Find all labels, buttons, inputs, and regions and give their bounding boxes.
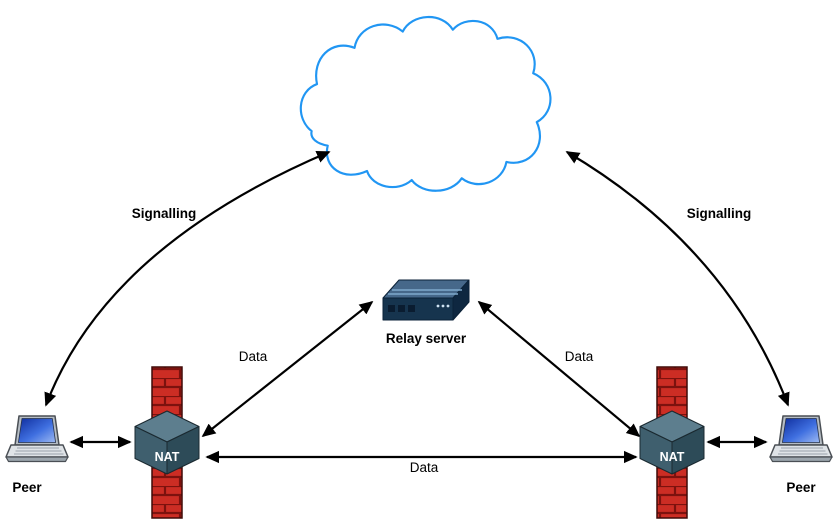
data-label-bottom: Data [410, 460, 439, 475]
relay-server-label: Relay server [386, 331, 467, 346]
data-label-upper-right: Data [565, 349, 594, 364]
peer-laptop-left [5, 415, 69, 463]
signalling-label-right: Signalling [687, 206, 752, 221]
diagram-labels: Signalling Signalling Relay server Data … [12, 206, 816, 495]
signalling-arrow-right [565, 151, 790, 407]
data-label-upper-left: Data [239, 349, 268, 364]
server-top-vents [388, 289, 462, 295]
nat-label-right: NAT [660, 450, 685, 464]
arrows [44, 150, 790, 464]
data-arrow-nat-left-relay [201, 300, 374, 438]
peer-label-left: Peer [12, 480, 42, 495]
peer-label-right: Peer [786, 480, 816, 495]
relay-server-icon [382, 279, 470, 321]
cloud-outline [299, 15, 552, 192]
data-arrow-relay-nat-right [477, 300, 641, 438]
server-front-face [382, 297, 454, 321]
internet-cloud [299, 15, 552, 192]
nat-cube-left [134, 410, 200, 475]
peer-laptop-right [769, 415, 833, 463]
signalling-arrow-left [44, 150, 331, 407]
server-front-ports [388, 304, 450, 312]
nat-label-left: NAT [155, 450, 180, 464]
signalling-label-left: Signalling [132, 206, 197, 221]
nat-cube-right [639, 410, 705, 475]
